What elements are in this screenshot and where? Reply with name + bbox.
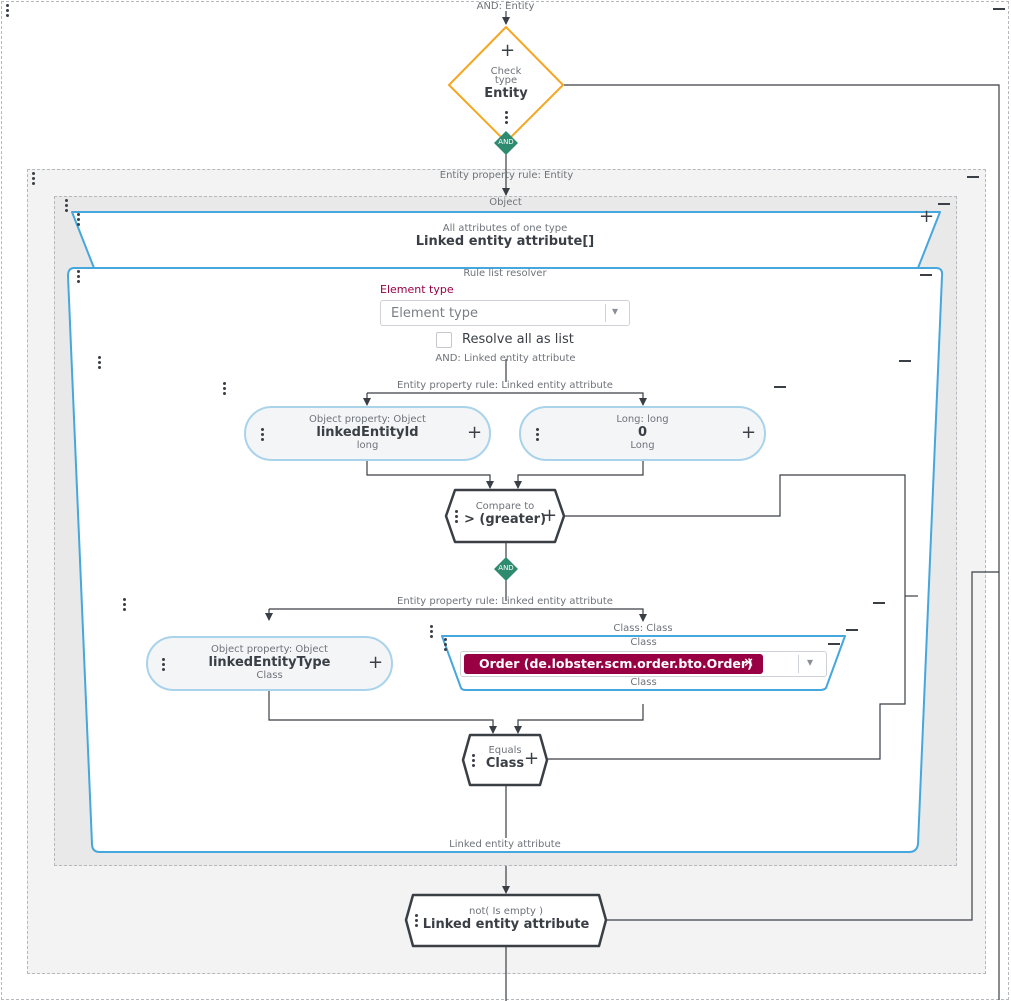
object-group-collapse-button[interactable] bbox=[938, 203, 950, 205]
class-chip[interactable]: Order (de.lobster.scm.order.bto.Order) ✕ bbox=[464, 654, 763, 674]
resolver-footer: Linked entity attribute bbox=[449, 839, 561, 850]
equals-caption: Equals bbox=[488, 745, 522, 756]
resolver-menu-handle[interactable] bbox=[77, 270, 80, 285]
long-value-add-icon[interactable]: + bbox=[741, 422, 757, 443]
class-group-title: Class: Class bbox=[613, 623, 673, 634]
and-linked-menu-handle[interactable] bbox=[98, 356, 101, 371]
element-type-select[interactable]: Element type ▾ bbox=[380, 300, 630, 326]
class-selector-caption: Class bbox=[630, 637, 657, 648]
rule1-collapse-button[interactable] bbox=[774, 386, 786, 388]
linked-entity-id-pill[interactable]: Object property: Object linkedEntityId l… bbox=[244, 406, 491, 461]
linked-entity-type-caption: Object property: Object bbox=[211, 644, 328, 655]
equals-node[interactable]: Equals Class bbox=[470, 745, 540, 771]
all-attributes-menu-handle[interactable] bbox=[77, 213, 80, 228]
class-selector-footer: Class bbox=[630, 677, 657, 688]
all-attributes-name: Linked entity attribute[] bbox=[415, 234, 595, 249]
chevron-down-icon[interactable]: ▾ bbox=[807, 655, 814, 669]
equals-add-icon[interactable]: + bbox=[524, 748, 540, 769]
linked-entity-id-type: long bbox=[356, 440, 379, 451]
compare-node[interactable]: Compare to > (greater) bbox=[455, 501, 555, 527]
not-empty-node[interactable]: not( Is empty ) Linked entity attribute bbox=[413, 906, 599, 932]
not-empty-menu-handle[interactable] bbox=[415, 914, 418, 929]
linked-entity-id-add-icon[interactable]: + bbox=[467, 422, 483, 443]
linked-entity-type-menu-handle[interactable] bbox=[162, 658, 165, 673]
check-type-value: Entity bbox=[484, 86, 528, 101]
compare-operator: > (greater) bbox=[463, 512, 547, 527]
root-menu-handle[interactable] bbox=[6, 4, 9, 19]
all-attributes-add-icon[interactable]: + bbox=[919, 206, 935, 227]
linked-entity-id-menu-handle[interactable] bbox=[261, 428, 264, 443]
entity-rule-menu-handle[interactable] bbox=[32, 172, 35, 187]
and-badge-1[interactable]: AND bbox=[498, 138, 514, 146]
equals-menu-handle[interactable] bbox=[472, 754, 475, 769]
and-linked-title: AND: Linked entity attribute bbox=[435, 353, 576, 364]
linked-entity-id-name: linkedEntityId bbox=[316, 425, 419, 440]
class-selector-menu-handle[interactable] bbox=[444, 638, 447, 653]
resolve-all-checkbox[interactable] bbox=[436, 332, 452, 348]
rule1-menu-handle[interactable] bbox=[223, 382, 226, 397]
check-type-label: Check type Entity bbox=[466, 66, 546, 101]
resolver-collapse-button[interactable] bbox=[920, 274, 932, 276]
resolver-title: Rule list resolver bbox=[463, 268, 547, 279]
entity-rule-title: Entity property rule: Entity bbox=[439, 170, 574, 181]
and-linked-collapse-button[interactable] bbox=[899, 360, 911, 362]
check-type-line1: Check bbox=[490, 66, 522, 77]
class-group-menu-handle[interactable] bbox=[430, 625, 433, 640]
rule2-collapse-button[interactable] bbox=[873, 602, 885, 604]
root-title: AND: Entity bbox=[476, 1, 535, 12]
equals-type: Class bbox=[485, 756, 525, 771]
long-value-pill[interactable]: Long: long 0 Long bbox=[519, 406, 766, 461]
class-select-divider bbox=[798, 655, 799, 673]
rule1-title: Entity property rule: Linked entity attr… bbox=[397, 380, 613, 391]
compare-menu-handle[interactable] bbox=[455, 510, 458, 525]
all-attributes-caption: All attributes of one type bbox=[442, 223, 568, 234]
not-empty-name: Linked entity attribute bbox=[422, 917, 590, 932]
class-select[interactable]: Order (de.lobster.scm.order.bto.Order) ✕… bbox=[460, 651, 827, 677]
object-group-title: Object bbox=[489, 197, 522, 208]
long-value-type: Long bbox=[630, 440, 655, 451]
remove-icon[interactable]: ✕ bbox=[743, 656, 754, 671]
long-value-menu-handle[interactable] bbox=[536, 428, 539, 443]
linked-entity-type-pill[interactable]: Object property: Object linkedEntityType… bbox=[146, 636, 393, 691]
linked-entity-type-type: Class bbox=[256, 670, 283, 681]
element-type-label: Element type bbox=[380, 283, 454, 296]
compare-add-icon[interactable]: + bbox=[542, 505, 558, 526]
element-type-placeholder: Element type bbox=[391, 306, 478, 321]
long-value-caption: Long: long bbox=[616, 414, 669, 425]
chevron-down-icon[interactable]: ▾ bbox=[612, 304, 619, 318]
rule2-title: Entity property rule: Linked entity attr… bbox=[397, 596, 613, 607]
check-type-add-icon[interactable]: + bbox=[500, 40, 516, 61]
and-badge-2[interactable]: AND bbox=[498, 564, 514, 572]
compare-caption: Compare to bbox=[475, 501, 535, 512]
object-group-menu-handle[interactable] bbox=[65, 199, 68, 214]
linked-entity-type-name: linkedEntityType bbox=[208, 655, 331, 670]
linked-entity-type-add-icon[interactable]: + bbox=[368, 652, 384, 673]
class-chip-label: Order (de.lobster.scm.order.bto.Order) bbox=[479, 656, 753, 671]
not-empty-caption: not( Is empty ) bbox=[469, 906, 543, 917]
class-group-collapse-button[interactable] bbox=[846, 629, 858, 631]
resolve-all-label: Resolve all as list bbox=[462, 332, 574, 347]
long-value-name: 0 bbox=[637, 425, 648, 440]
root-collapse-button[interactable] bbox=[993, 8, 1005, 10]
all-attributes-label: All attributes of one type Linked entity… bbox=[305, 223, 705, 249]
check-type-line2: type bbox=[494, 75, 518, 86]
linked-entity-id-caption: Object property: Object bbox=[309, 414, 426, 425]
entity-rule-collapse-button[interactable] bbox=[967, 176, 979, 178]
rule2-menu-handle[interactable] bbox=[123, 598, 126, 613]
element-type-divider bbox=[605, 304, 606, 322]
check-type-menu-handle[interactable] bbox=[505, 111, 508, 126]
class-selector-collapse-button[interactable] bbox=[828, 643, 840, 645]
